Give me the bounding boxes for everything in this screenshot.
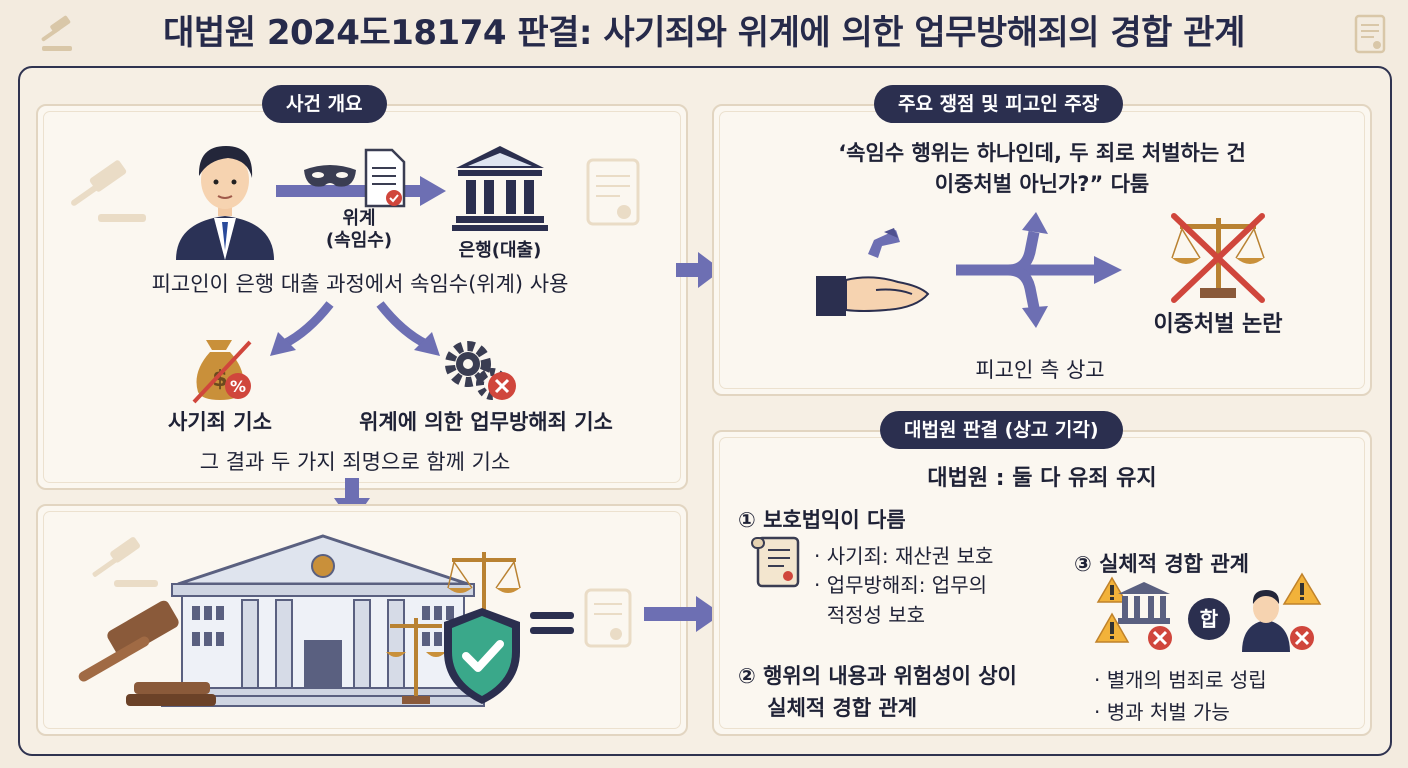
point2-title: ② 행위의 내용과 위험성이 상이 실체적 경합 관계 [738,664,1017,720]
defendant-icon [176,146,274,260]
ruling-header: 대법원 판결 (상고 기각) [880,411,1123,449]
point1-title: ① 보호법익이 다름 [738,508,906,532]
combine-badge: 합 [1188,598,1230,640]
point1-business: · 업무방해죄: 업무의 적정성 보호 [814,573,988,627]
page-title: 대법원 2024도18174 판결: 사기죄와 위계에 의한 업무방해죄의 경합… [163,13,1245,53]
faint-scroll-icon-2 [584,588,632,648]
arrow-to-issues [676,252,722,288]
warning-person-icon [1242,572,1322,652]
fraud-charge: 사기죄 기소 [168,410,272,434]
deceit-label: 위계 (속임수) [325,208,393,251]
faint-gavel-icon [71,160,146,222]
double-jeopardy-label: 이중처벌 논란 [1153,312,1283,337]
crossed-scales-icon [1171,213,1265,303]
warning-bank-icon [1094,576,1172,650]
point3-cumulative-punishment: · 병과 처벌 가능 [1094,700,1230,724]
svg-text:$: $ [212,367,227,392]
appeal-label: 피고인 측 상고 [975,358,1105,382]
obstruction-charge: 위계에 의한 업무방해죄 기소 [359,410,613,434]
gavel-icon [41,15,72,51]
point3-separate-crimes: · 별개의 범죄로 성립 [1094,668,1267,692]
defendant-quote: ‘속임수 행위는 하나인데, 두 죄로 처벌하는 건 이중처벌 아닌가?” 다툼 [838,141,1246,196]
ruling-headline: 대법원 : 둘 다 유죄 유지 [927,466,1157,491]
fork-arrow [956,212,1122,328]
faint-scroll-icon [586,158,640,226]
point1-property: · 사기죄: 재산권 보호 [814,544,994,568]
bank-label: 은행(대출) [458,240,542,261]
gears-icon [445,341,516,400]
result-description: 그 결과 두 가지 죄명으로 함께 기소 [199,450,511,474]
hand-icon [816,228,930,316]
large-gavel-icon [78,600,216,706]
point3-title: ③ 실체적 경합 관계 [1074,552,1249,576]
issues-header: 주요 쟁점 및 피고인 주장 [874,85,1124,123]
split-arrow-right [376,301,440,356]
scroll-document-icon [751,536,800,588]
svg-text:%: % [230,377,246,396]
mask-icon [304,165,356,187]
shield-check-icon [444,608,520,704]
arrow-to-ruling [644,596,722,632]
overview-description: 피고인이 은행 대출 과정에서 속임수(위계) 사용 [151,272,569,296]
bank-icon [452,146,548,231]
overview-header: 사건 개요 [262,85,387,123]
scroll-icon [1354,14,1386,54]
split-arrow-left [270,301,334,356]
document-icon [364,148,406,208]
money-bag-icon: $ % [192,340,252,404]
equals-icon [530,612,574,634]
faint-gavel-icon-2 [92,537,158,587]
ruling-panel [712,430,1372,736]
scales-icon-small [386,618,446,704]
